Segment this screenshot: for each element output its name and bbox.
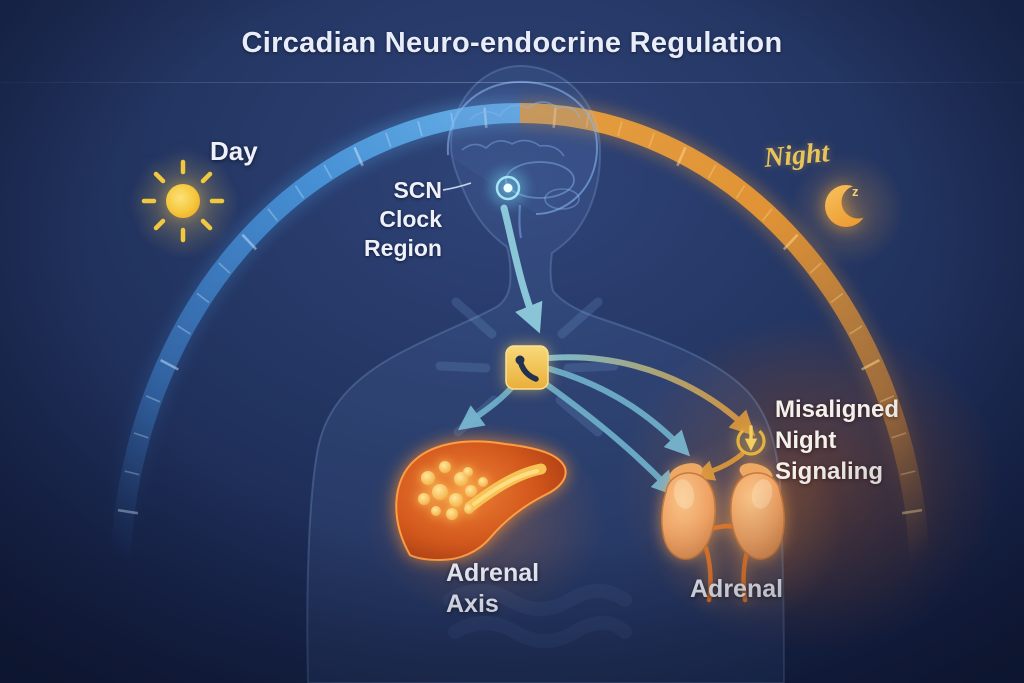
page-title: Circadian Neuro-endocrine Regulation — [241, 27, 783, 59]
misaligned-line2: Night — [775, 427, 837, 454]
adrenal-label: Adrenal — [690, 575, 784, 603]
scn-label-line2: Region — [364, 235, 442, 261]
adrenal-axis-line2: Axis — [446, 590, 499, 618]
adrenal-axis-line1: Adrenal — [446, 559, 540, 587]
scn-clock-region-label: SCN Clock Region — [326, 176, 442, 263]
title-divider — [0, 82, 1024, 83]
moon-sleep-letter: z — [852, 184, 859, 199]
misaligned-line1: Misaligned — [775, 396, 900, 423]
moon-sleep-icon — [825, 185, 867, 227]
signal-hub-icon — [505, 345, 549, 390]
night-label: Night — [762, 137, 831, 174]
scn-label-line1: SCN Clock — [379, 177, 442, 232]
day-label: Day — [210, 136, 258, 166]
misaligned-line3: Signaling — [775, 458, 883, 485]
misaligned-night-signaling-label: Misaligned Night Signaling — [775, 394, 899, 487]
adrenal-axis-label: Adrenal Axis — [446, 558, 539, 620]
scn-glow — [488, 168, 528, 208]
sun-icon — [141, 159, 225, 243]
